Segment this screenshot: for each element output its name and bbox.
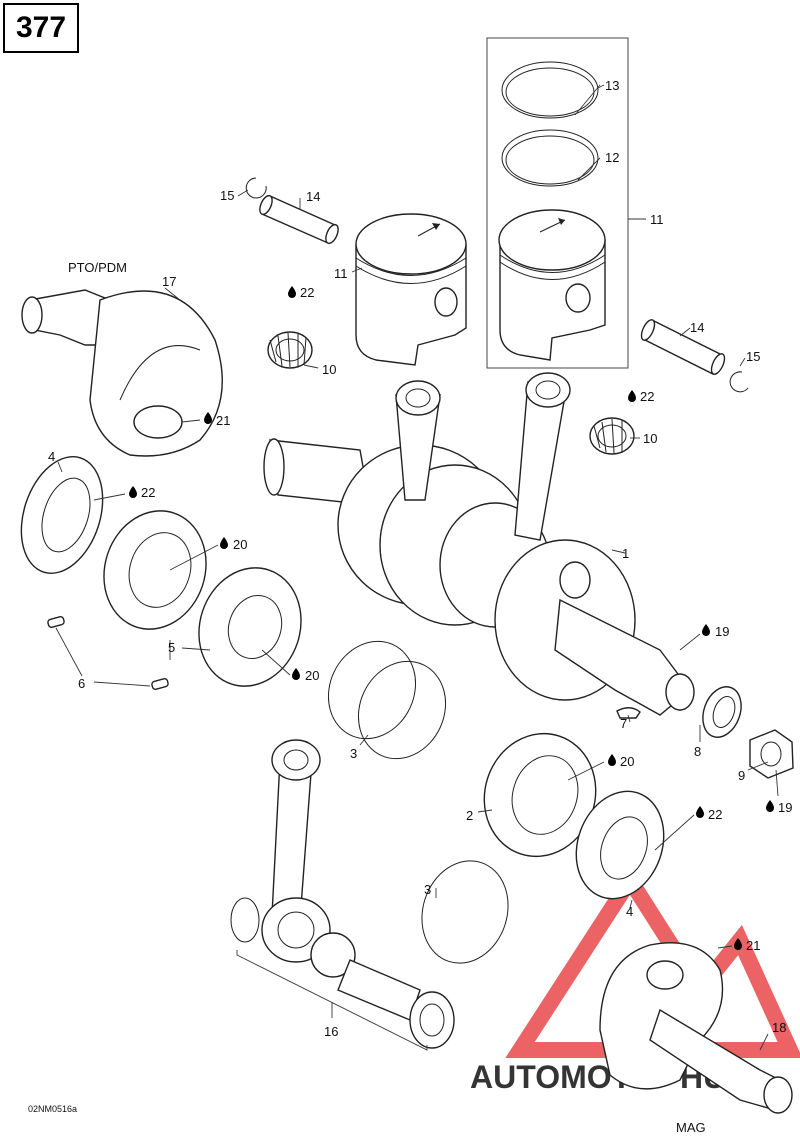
dowel-pin-a — [47, 616, 65, 628]
callout-14: 14 — [306, 189, 320, 204]
oil-seal-right — [575, 790, 665, 900]
oil-drop-icon — [220, 537, 228, 549]
mag-side-label: MAG — [676, 1120, 706, 1135]
callout-20: 20 — [620, 754, 634, 769]
oil-drop-icon — [129, 486, 137, 498]
leader-lines — [55, 84, 779, 1051]
callout-1: 1 — [622, 546, 629, 561]
needle-bearing-right — [589, 417, 635, 455]
wrist-pin-top — [259, 194, 339, 245]
callout-21: 21 — [216, 413, 230, 428]
piston-kit-box — [486, 37, 629, 369]
callout-21: 21 — [746, 938, 760, 953]
piston-left — [355, 213, 467, 366]
piston-ring-13 — [501, 61, 599, 119]
page-number-box: 377 — [3, 3, 79, 53]
dowel-pin-b — [151, 678, 169, 690]
callout-10: 10 — [322, 362, 336, 377]
oil-drop-icon — [204, 412, 212, 424]
oil-drop-icons — [129, 286, 774, 950]
callout-15: 15 — [220, 188, 234, 203]
callout-3: 3 — [350, 746, 357, 761]
watermark-triangle — [505, 865, 800, 1058]
callout-11: 11 — [334, 266, 348, 281]
pto-side-label: PTO/PDM — [68, 260, 127, 275]
page-number: 377 — [15, 11, 67, 44]
oil-drop-icon — [628, 390, 636, 402]
oil-drop-icon — [702, 624, 710, 636]
oil-drop-icon — [696, 806, 704, 818]
callout-19: 19 — [715, 624, 729, 639]
crankshaft-assembly — [263, 372, 695, 716]
connecting-rod-kit — [230, 739, 455, 1049]
oil-drop-icon — [608, 754, 616, 766]
piston-right — [498, 209, 606, 361]
callout-5: 5 — [168, 640, 175, 655]
oil-drop-icon — [288, 286, 296, 298]
pto-crank-half — [21, 289, 223, 457]
bearing-5a — [103, 510, 207, 630]
oil-drop-icon — [766, 800, 774, 812]
needle-bearing-left — [267, 331, 313, 369]
callout-9: 9 — [738, 768, 745, 783]
callout-4: 4 — [48, 449, 55, 464]
oil-drop-icon — [734, 938, 742, 950]
callout-20: 20 — [305, 668, 319, 683]
callout-15: 15 — [746, 349, 760, 364]
circlip-top — [245, 177, 267, 199]
callout-4: 4 — [626, 904, 633, 919]
image-code: 02NM0516a — [28, 1104, 77, 1114]
callout-6: 6 — [78, 676, 85, 691]
ring-3-upper — [327, 640, 447, 760]
callout-18: 18 — [772, 1020, 786, 1035]
callout-19: 19 — [778, 800, 792, 815]
circlip-right — [729, 371, 749, 393]
callout-10: 10 — [643, 431, 657, 446]
callout-17: 17 — [162, 274, 176, 289]
callout-13: 13 — [605, 78, 619, 93]
callout-labels: 1 2 3 3 4 4 5 6 7 8 9 10 10 11 11 12 13 … — [48, 78, 792, 1039]
hex-nut — [749, 729, 794, 779]
callout-2: 2 — [466, 808, 473, 823]
oil-seal-left — [20, 456, 104, 574]
callout-22: 22 — [141, 485, 155, 500]
wrist-pin-right — [640, 319, 726, 375]
callout-11: 11 — [650, 212, 664, 227]
callout-22: 22 — [300, 285, 314, 300]
callout-3: 3 — [424, 882, 431, 897]
callout-8: 8 — [694, 744, 701, 759]
callout-22: 22 — [640, 389, 654, 404]
callout-20: 20 — [233, 537, 247, 552]
ring-3-lower — [421, 860, 509, 964]
callout-12: 12 — [605, 150, 619, 165]
piston-ring-12 — [501, 129, 599, 187]
callout-22: 22 — [708, 807, 722, 822]
callout-16: 16 — [324, 1024, 338, 1039]
lock-washer — [702, 686, 742, 738]
callout-14: 14 — [690, 320, 704, 335]
woodruff-key — [616, 707, 641, 719]
mag-crank-half — [599, 942, 793, 1114]
callout-7: 7 — [620, 716, 627, 731]
oil-drop-icon — [292, 668, 300, 680]
bearing-5b — [198, 567, 302, 687]
